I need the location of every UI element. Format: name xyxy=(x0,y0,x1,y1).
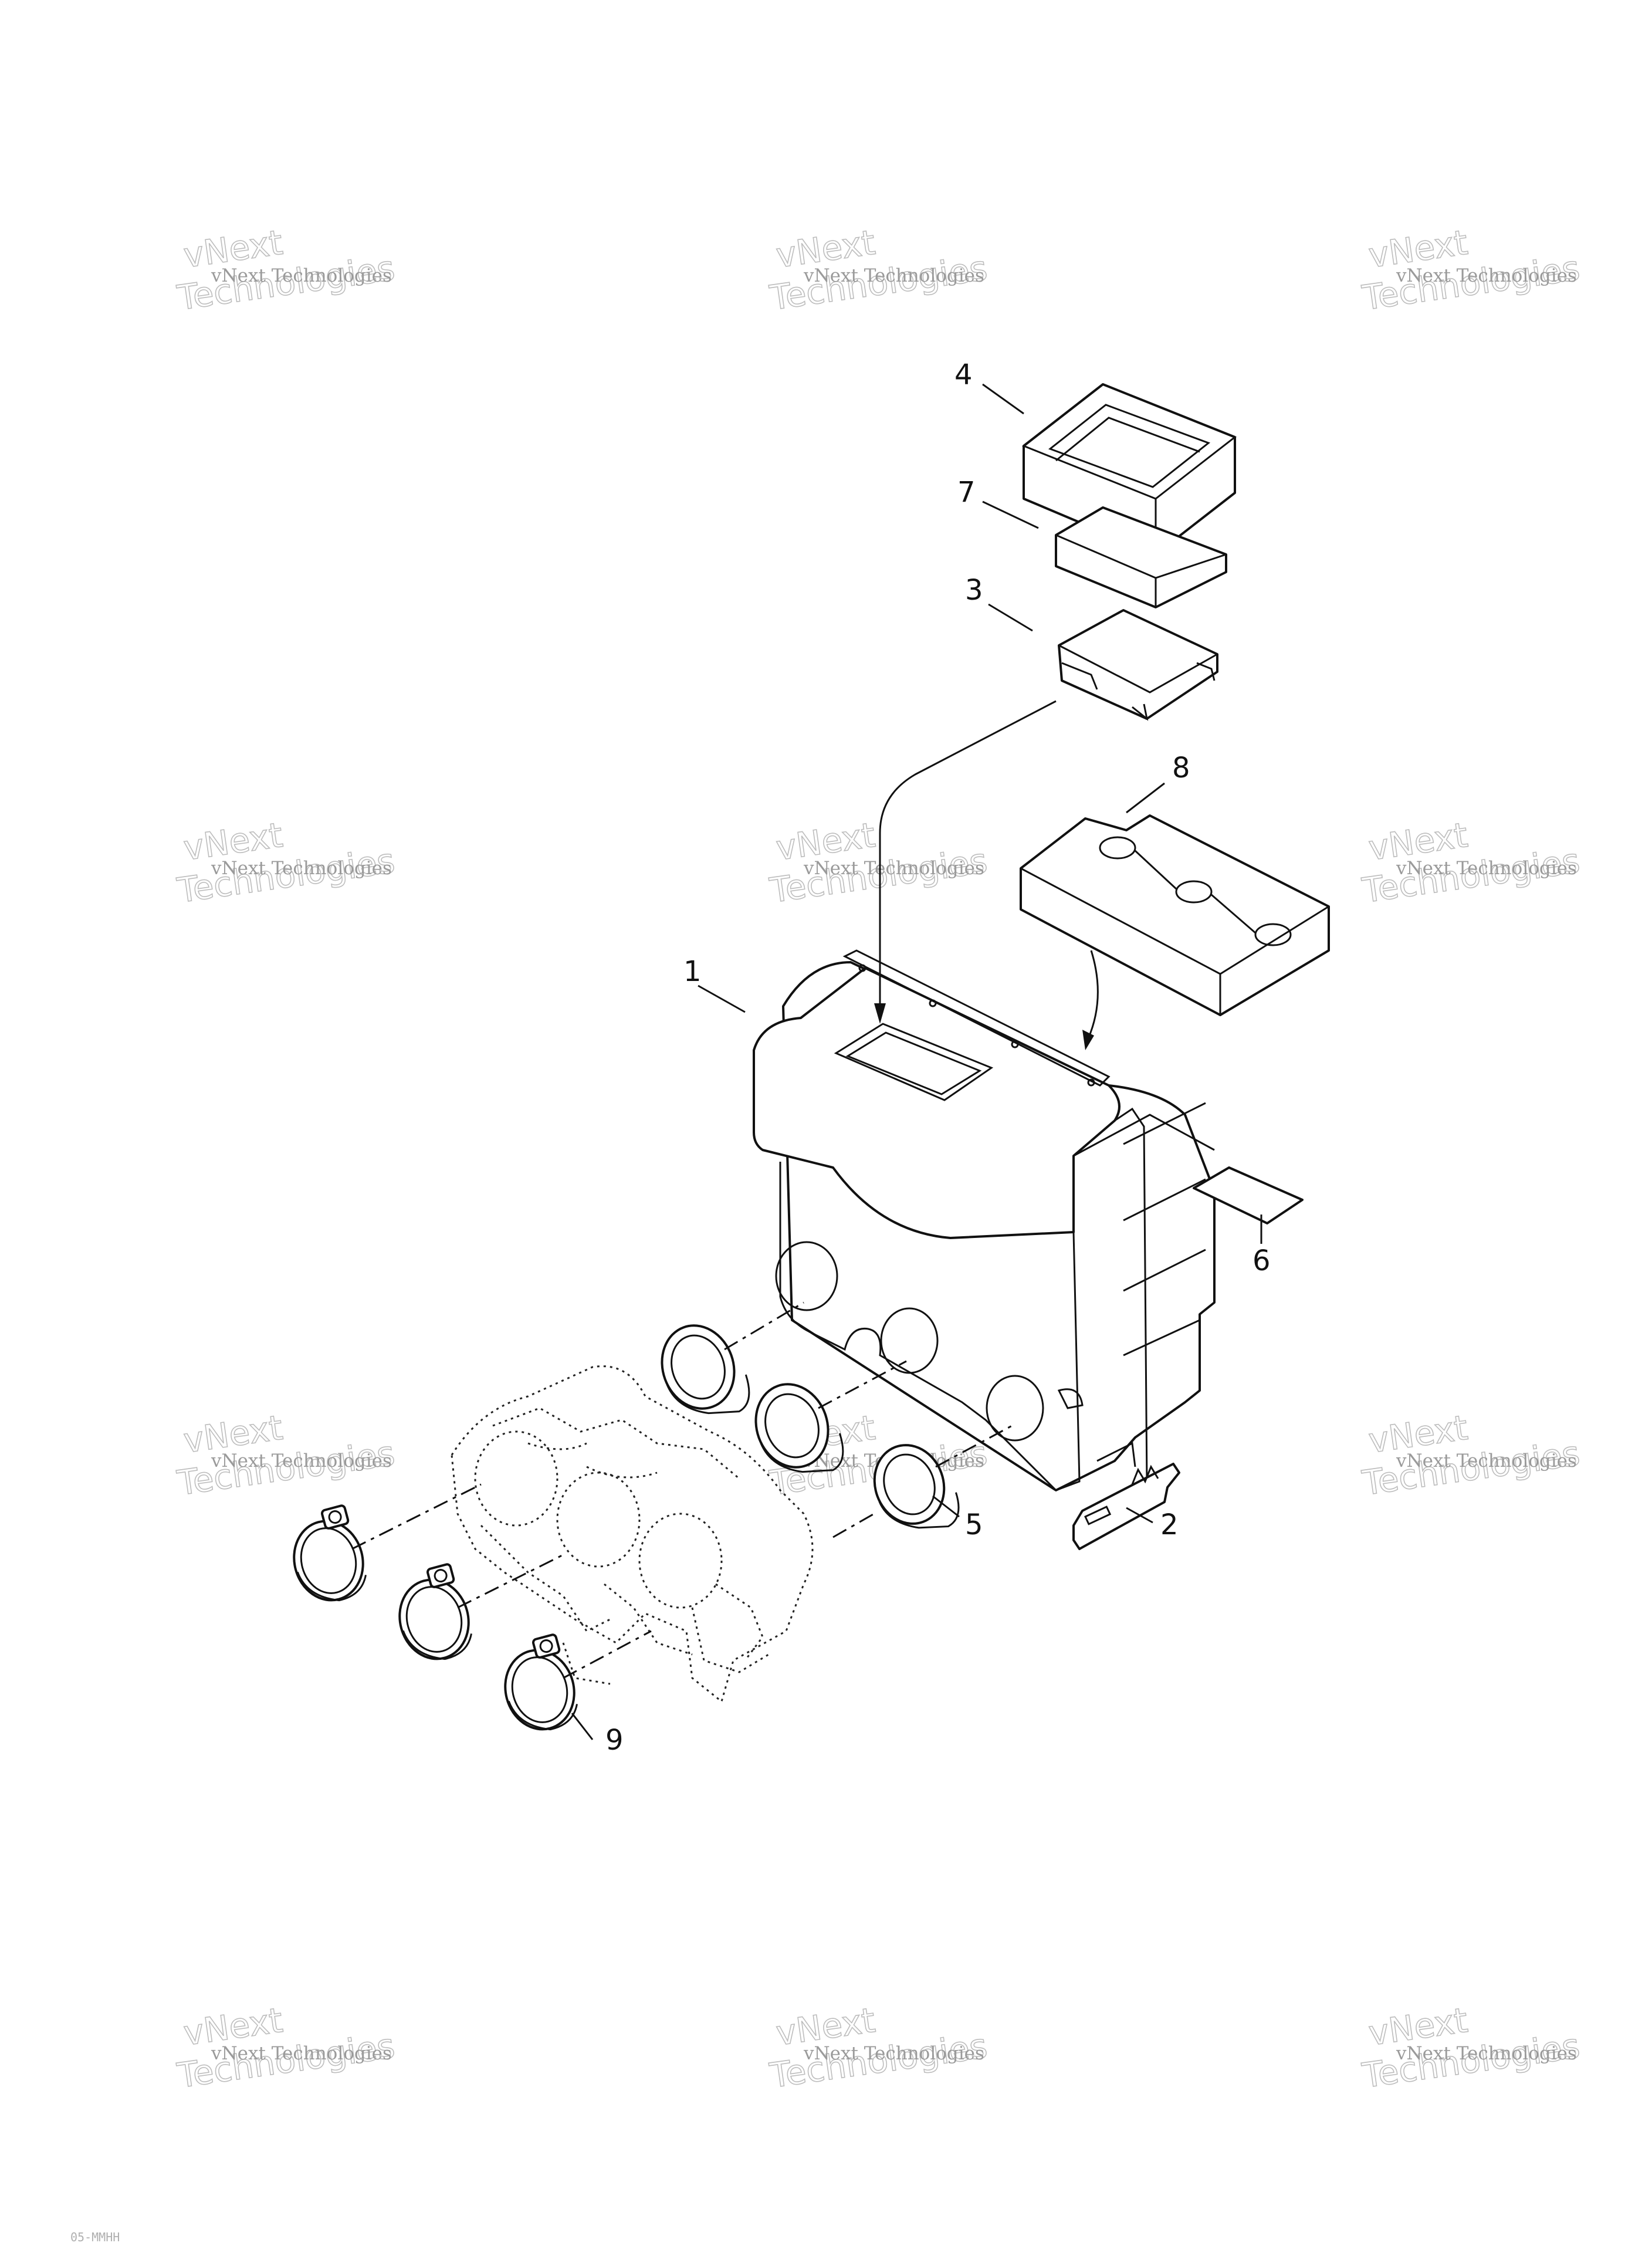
part-6-decal xyxy=(1193,1166,1304,1224)
figure-code: 05-MMHH xyxy=(70,2230,120,2244)
watermark-mid-right: vNext Technologies vNext Technologies xyxy=(1359,814,1583,911)
svg-text:vNext Technologies: vNext Technologies xyxy=(211,2043,392,2064)
watermark-low-left: vNext Technologies vNext Technologies xyxy=(174,1407,398,1504)
svg-text:vNext Technologies: vNext Technologies xyxy=(211,858,392,879)
svg-text:vNext Technologies: vNext Technologies xyxy=(211,1450,392,1471)
callout-5: 5 xyxy=(965,1508,983,1541)
callout-1: 1 xyxy=(683,955,702,988)
svg-text:vNext Technologies: vNext Technologies xyxy=(803,858,984,879)
watermark-top-left: vNext Technologies vNext Technologies xyxy=(174,222,398,319)
part-8-foam-block xyxy=(1020,814,1330,1016)
assembly-arrow-screen xyxy=(874,700,1057,1024)
callout-4: 4 xyxy=(954,358,973,391)
callout-8: 8 xyxy=(1172,752,1190,784)
engine-reference-outline xyxy=(451,1365,814,1703)
watermark-bottom-left: vNext Technologies vNext Technologies xyxy=(174,2000,398,2096)
callout-3: 3 xyxy=(965,574,983,607)
watermark-top-center: vNext Technologies vNext Technologies xyxy=(767,222,990,319)
svg-text:vNext Technologies: vNext Technologies xyxy=(211,265,392,286)
part-9-hose-clamps xyxy=(293,1504,578,1731)
part-4-filter-frame xyxy=(1022,383,1237,556)
callout-2: 2 xyxy=(1160,1508,1179,1541)
part-2-strap xyxy=(1072,1463,1180,1550)
assembly-arrow-foam xyxy=(1082,950,1099,1050)
watermark-mid-left: vNext Technologies vNext Technologies xyxy=(174,814,398,911)
callout-9: 9 xyxy=(605,1724,624,1757)
part-1-airbox-housing xyxy=(753,949,1216,1491)
svg-text:vNext Technologies: vNext Technologies xyxy=(803,265,984,286)
assembly-dash-lines xyxy=(351,1301,1013,1679)
watermark-bottom-center: vNext Technologies vNext Technologies xyxy=(767,2000,990,2096)
callout-7: 7 xyxy=(957,476,976,509)
watermark-low-right: vNext Technologies vNext Technologies xyxy=(1359,1407,1583,1504)
svg-text:vNext Technologies: vNext Technologies xyxy=(1396,2043,1577,2064)
watermark-mid-center: vNext Technologies vNext Technologies xyxy=(767,814,990,911)
leader-lines xyxy=(571,383,1262,1740)
svg-text:vNext Technologies: vNext Technologies xyxy=(1396,858,1577,879)
svg-text:vNext Technologies: vNext Technologies xyxy=(1396,265,1577,286)
part-3-screen xyxy=(1058,609,1218,721)
callout-6: 6 xyxy=(1252,1244,1271,1277)
part-7-filter-pad xyxy=(1055,506,1227,608)
svg-text:vNext Technologies: vNext Technologies xyxy=(803,2043,984,2064)
watermark-top-right: vNext Technologies vNext Technologies xyxy=(1359,222,1583,319)
svg-text:vNext Technologies: vNext Technologies xyxy=(1396,1450,1577,1471)
watermark-bottom-right: vNext Technologies vNext Technologies xyxy=(1359,2000,1583,2096)
part-5-adapter-sleeves xyxy=(661,1324,960,1529)
